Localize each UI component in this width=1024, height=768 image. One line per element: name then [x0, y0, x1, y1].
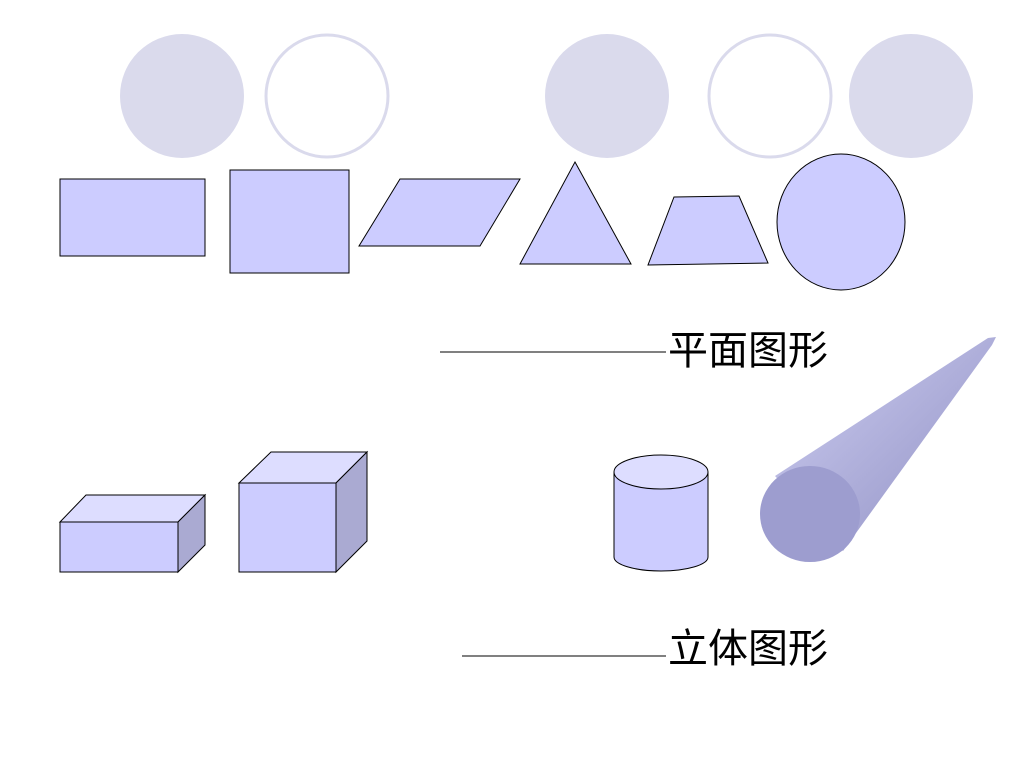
solid-figures-label: 立体图形	[668, 626, 828, 672]
rectangle-shape	[59, 178, 206, 257]
decor-circle-ring	[264, 33, 390, 159]
decor-circle-filled	[120, 34, 244, 158]
circle-shape	[776, 153, 906, 291]
decor-circle-ring	[707, 33, 833, 159]
square-shape	[229, 169, 350, 274]
triangle-shape	[519, 160, 632, 265]
cuboid-shape	[58, 493, 207, 574]
decor-circle-filled	[545, 34, 669, 158]
decor-circle-filled	[849, 34, 973, 158]
plane-figures-label: 平面图形	[668, 328, 828, 374]
trapezoid-shape	[647, 195, 769, 266]
cube-shape	[237, 450, 369, 574]
parallelogram-shape	[358, 178, 521, 247]
cylinder-shape	[613, 454, 709, 572]
cone-shape	[760, 337, 996, 562]
